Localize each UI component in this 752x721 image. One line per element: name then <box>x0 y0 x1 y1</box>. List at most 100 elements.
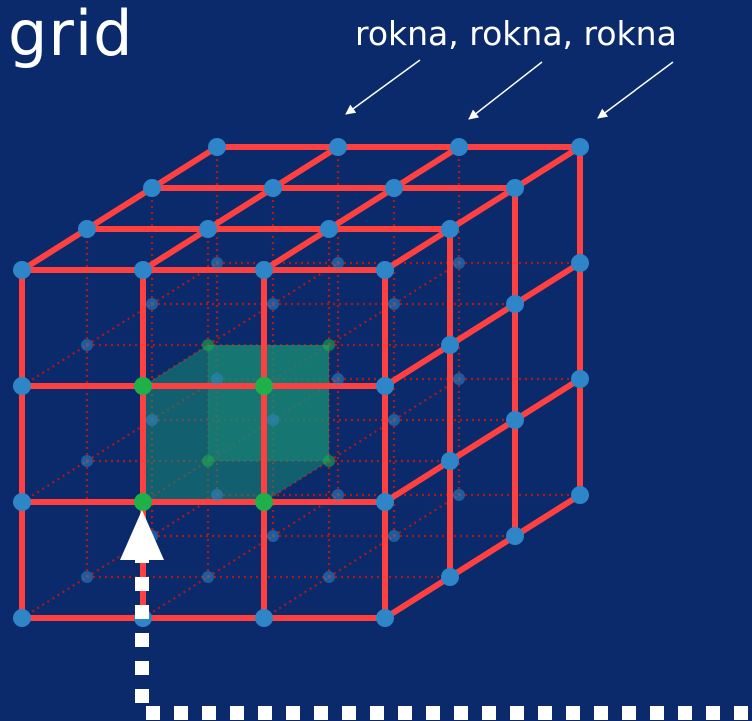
grid-nodes <box>13 138 589 627</box>
grid-node <box>332 373 344 385</box>
grid-node <box>146 414 158 426</box>
callout-arrow <box>345 59 421 115</box>
grid-node <box>506 527 524 545</box>
grid-node <box>211 257 223 269</box>
hidden-edge <box>21 460 88 503</box>
grid-node <box>264 179 282 197</box>
grid-node <box>211 373 223 385</box>
grid-node <box>506 411 524 429</box>
highlight-node <box>323 455 335 467</box>
grid-edge <box>149 144 220 191</box>
callout-arrow <box>468 61 543 120</box>
grid-edge <box>140 226 211 273</box>
grid-edge <box>382 342 453 389</box>
grid-edge <box>391 144 462 191</box>
grid-node <box>81 571 93 583</box>
grid-node <box>450 138 468 156</box>
hidden-edge <box>86 419 153 462</box>
grid-node <box>453 373 465 385</box>
grid-edge <box>447 417 518 464</box>
grid-node <box>13 377 31 395</box>
grid-node <box>388 530 400 542</box>
hidden-edge <box>328 419 395 462</box>
dotted-path <box>135 560 748 720</box>
grid-node <box>376 261 394 279</box>
grid-node <box>441 220 459 238</box>
hidden-edge <box>272 262 339 305</box>
grid-node <box>441 568 459 586</box>
grid-node <box>376 377 394 395</box>
grid-edge <box>326 185 397 232</box>
hidden-edge <box>207 303 274 346</box>
cell-face <box>143 345 329 386</box>
grid-node <box>13 493 31 511</box>
grid-node <box>571 486 589 504</box>
grid-node <box>571 254 589 272</box>
grid-edge <box>19 226 90 273</box>
grid-edge <box>84 185 155 232</box>
grid-node <box>385 179 403 197</box>
hidden-edge <box>393 494 460 537</box>
grid-node <box>571 370 589 388</box>
grid-node <box>143 179 161 197</box>
grid-node <box>506 295 524 313</box>
grid-edge <box>382 226 453 273</box>
callout-arrow <box>597 61 674 119</box>
highlight-node <box>323 339 335 351</box>
grid-edge <box>512 260 583 307</box>
grid-node <box>13 609 31 627</box>
grid-node <box>506 179 524 197</box>
hidden-edge <box>393 262 460 305</box>
up-arrowhead <box>120 510 164 560</box>
highlight-node <box>255 377 273 395</box>
grid-edge <box>382 574 453 621</box>
grid-edge <box>447 301 518 348</box>
hidden-edge <box>328 535 395 578</box>
grid-node <box>376 609 394 627</box>
highlighted-cell <box>143 345 329 502</box>
grid-edge <box>512 144 583 191</box>
highlight-node <box>202 339 214 351</box>
hidden-edge <box>328 303 395 346</box>
grid-node <box>453 489 465 501</box>
grid-edge <box>447 185 518 232</box>
grid-node <box>441 452 459 470</box>
hidden-edge <box>21 344 88 387</box>
callout-label: rokna, rokna, rokna <box>355 14 677 53</box>
hidden-edge <box>86 535 153 578</box>
grid-node <box>134 261 152 279</box>
grid-node <box>323 571 335 583</box>
hidden-edge <box>393 378 460 421</box>
grid-node <box>267 298 279 310</box>
grid-edge <box>512 376 583 423</box>
grid-node <box>453 257 465 269</box>
grid-edge <box>270 144 341 191</box>
hidden-edge <box>21 576 88 619</box>
grid-node <box>81 339 93 351</box>
grid-edge <box>261 226 332 273</box>
grid-node <box>81 455 93 467</box>
grid-edge <box>382 458 453 505</box>
grid-node <box>571 138 589 156</box>
grid-node <box>255 261 273 279</box>
grid-node <box>332 257 344 269</box>
hidden-edge <box>263 576 330 619</box>
hidden-edge <box>272 494 339 537</box>
grid-node <box>441 336 459 354</box>
hidden-edge <box>151 494 218 537</box>
grid-node <box>388 414 400 426</box>
annotations <box>120 59 748 720</box>
grid-node <box>199 220 217 238</box>
hidden-edge <box>142 344 209 387</box>
visible-edges <box>19 144 583 621</box>
grid-node <box>388 298 400 310</box>
grid-edge <box>447 533 518 580</box>
grid-edge <box>205 185 276 232</box>
grid-node <box>255 609 273 627</box>
hidden-edge <box>142 576 209 619</box>
grid-node <box>208 138 226 156</box>
highlight-node <box>134 377 152 395</box>
grid-node <box>376 493 394 511</box>
grid-node <box>13 261 31 279</box>
